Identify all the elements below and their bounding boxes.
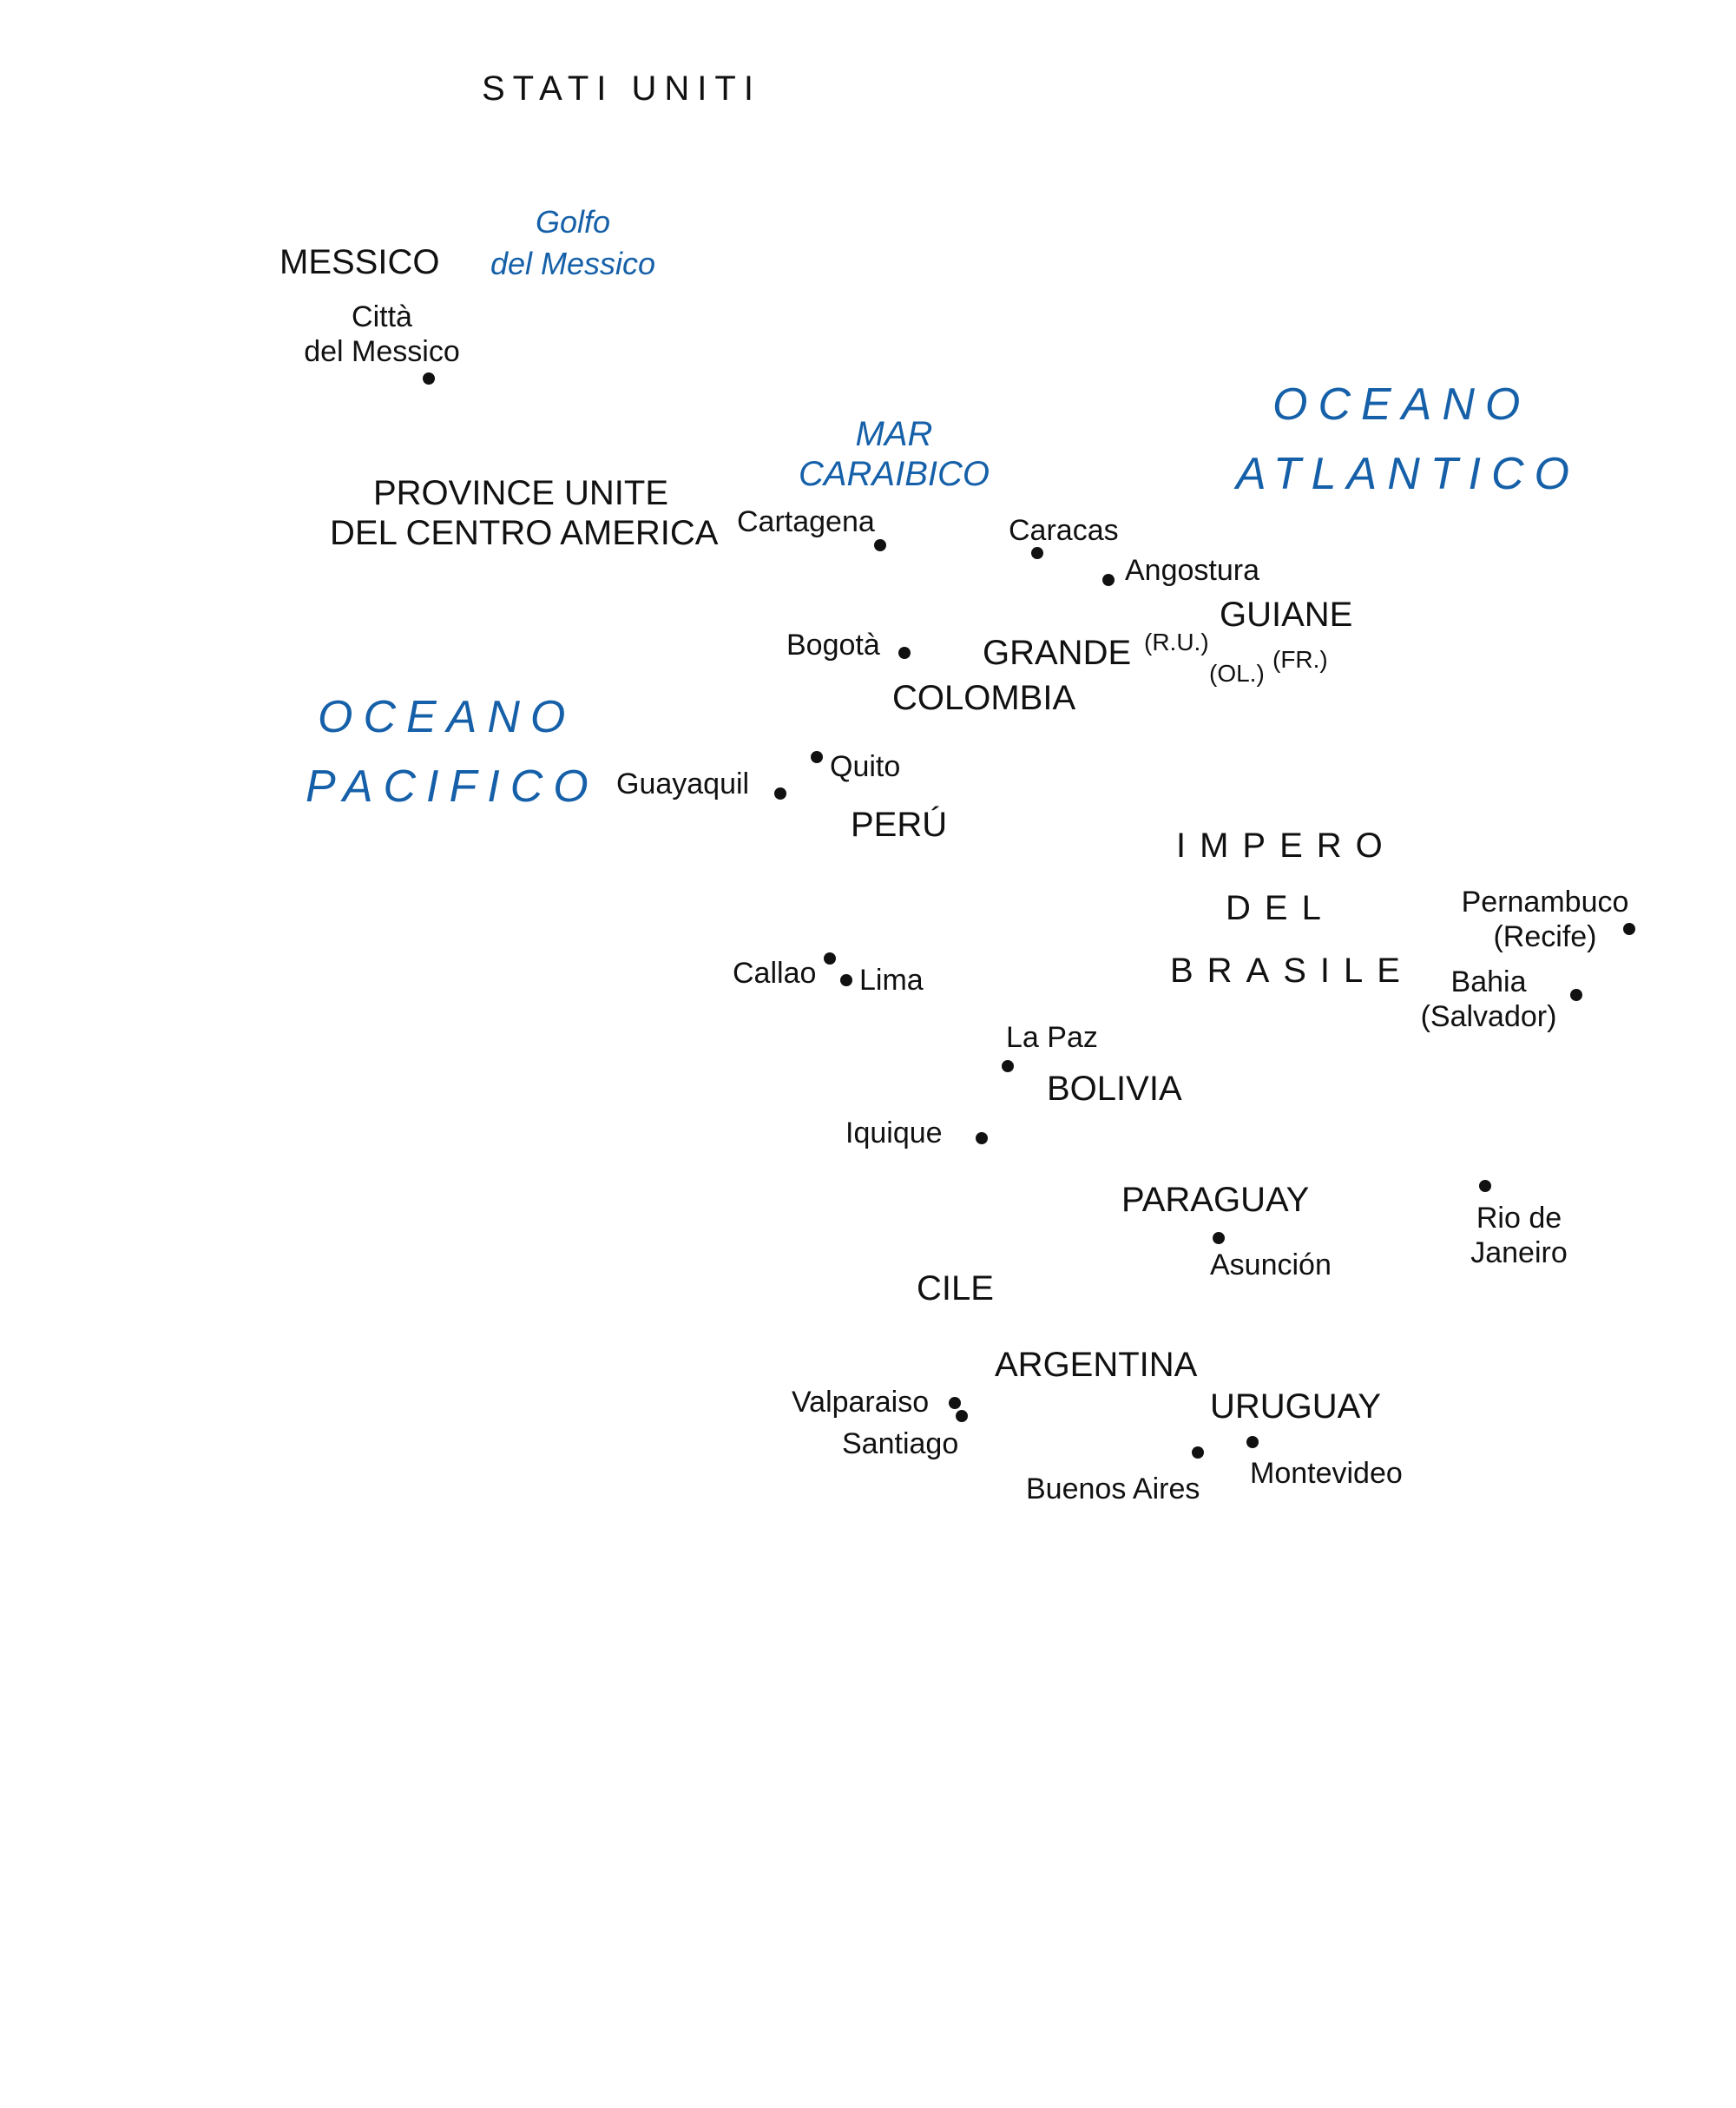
water-label-gulf-line1: Golfo (535, 204, 611, 240)
country-label-central-america-line2: DEL CENTRO AMERICA (330, 514, 719, 552)
city-label-quito: Quito (830, 750, 901, 783)
city-label-pernambuco-line1: Pernambuco (1461, 886, 1629, 919)
city-marker-santiago (956, 1410, 968, 1422)
city-label-guayaquil: Guayaquil (616, 767, 750, 800)
country-label-brazil-line1: IMPERO (1176, 827, 1397, 865)
country-label-chile: CILE (917, 1269, 994, 1308)
city-marker-rio (1479, 1180, 1491, 1192)
country-label-peru: PERÚ (851, 806, 948, 844)
city-marker-iquique (976, 1132, 988, 1144)
country-label-argentina: ARGENTINA (995, 1346, 1198, 1384)
city-label-bahia-line2: (Salvador) (1420, 1000, 1557, 1033)
water-label-pacific-line1: OCEANO (318, 692, 576, 742)
city-label-bogota: Bogotà (786, 629, 880, 662)
country-label-guiana-fr: (FR.) (1272, 646, 1328, 673)
country-label-guiana-nl: (OL.) (1209, 660, 1265, 687)
city-marker-valparaiso (949, 1397, 961, 1409)
city-marker-montevideo (1246, 1436, 1259, 1448)
water-label-gulf-line2: del Messico (490, 246, 656, 281)
country-label-mexico: MESSICO (279, 243, 440, 281)
city-label-bahia-line1: Bahia (1450, 965, 1527, 998)
country-label-uruguay: URUGUAY (1210, 1387, 1382, 1426)
city-label-la-paz: La Paz (1006, 1021, 1098, 1054)
city-label-cartagena: Cartagena (737, 505, 875, 538)
water-label-atlantic-line2: ATLANTICO (1236, 449, 1580, 499)
city-marker-callao (824, 952, 836, 965)
city-marker-la-paz (1002, 1060, 1014, 1072)
city-label-iquique: Iquique (845, 1117, 943, 1150)
city-label-mexico-city-line2: del Messico (304, 335, 460, 368)
country-label-paraguay: PARAGUAY (1121, 1181, 1310, 1219)
city-label-pernambuco-line2: (Recife) (1493, 920, 1597, 953)
city-marker-pernambuco (1623, 923, 1635, 935)
country-label-usa: STATI UNITI (482, 69, 761, 108)
water-label-caribbean-line2: CARAIBICO (798, 455, 990, 493)
city-label-santiago: Santiago (842, 1427, 959, 1460)
water-label-pacific-line2: PACIFICO (306, 761, 599, 812)
city-marker-mexico-city (423, 372, 435, 385)
city-label-rio-line2: Janeiro (1470, 1236, 1568, 1269)
city-label-callao: Callao (733, 957, 817, 990)
city-label-buenos-aires: Buenos Aires (1026, 1472, 1200, 1505)
city-label-caracas: Caracas (1009, 514, 1119, 547)
city-marker-buenos-aires (1192, 1446, 1204, 1459)
country-label-brazil-line2: DEL (1226, 889, 1335, 927)
city-label-valparaiso: Valparaiso (792, 1386, 930, 1419)
water-label-atlantic-line1: OCEANO (1272, 379, 1531, 430)
water-label-caribbean-line1: MAR (855, 415, 933, 453)
city-marker-asuncion (1213, 1232, 1225, 1244)
city-label-rio-line1: Rio de (1476, 1202, 1562, 1235)
city-marker-angostura (1102, 574, 1115, 586)
country-label-brazil-line3: BRASILE (1170, 952, 1414, 990)
city-label-mexico-city-line1: Città (352, 300, 412, 333)
country-label-bolivia: BOLIVIA (1047, 1070, 1182, 1108)
city-label-lima: Lima (859, 964, 924, 997)
city-marker-bogota (898, 647, 911, 659)
city-marker-caracas (1031, 547, 1043, 559)
city-label-montevideo: Montevideo (1250, 1457, 1403, 1490)
country-label-gran-colombia-line2: COLOMBIA (892, 679, 1076, 717)
city-marker-guayaquil (774, 787, 786, 800)
city-label-asuncion: Asunción (1210, 1248, 1332, 1281)
country-label-guiana-uk: (R.U.) (1144, 629, 1209, 655)
city-label-angostura: Angostura (1125, 554, 1259, 587)
country-label-central-america-line1: PROVINCE UNITE (372, 474, 669, 512)
city-marker-lima (840, 974, 852, 986)
city-marker-quito (811, 751, 823, 763)
city-marker-cartagena (874, 539, 886, 551)
country-label-guianas: GUIANE (1220, 596, 1353, 634)
country-label-gran-colombia-line1: GRANDE (983, 634, 1132, 672)
city-marker-bahia (1570, 989, 1582, 1001)
